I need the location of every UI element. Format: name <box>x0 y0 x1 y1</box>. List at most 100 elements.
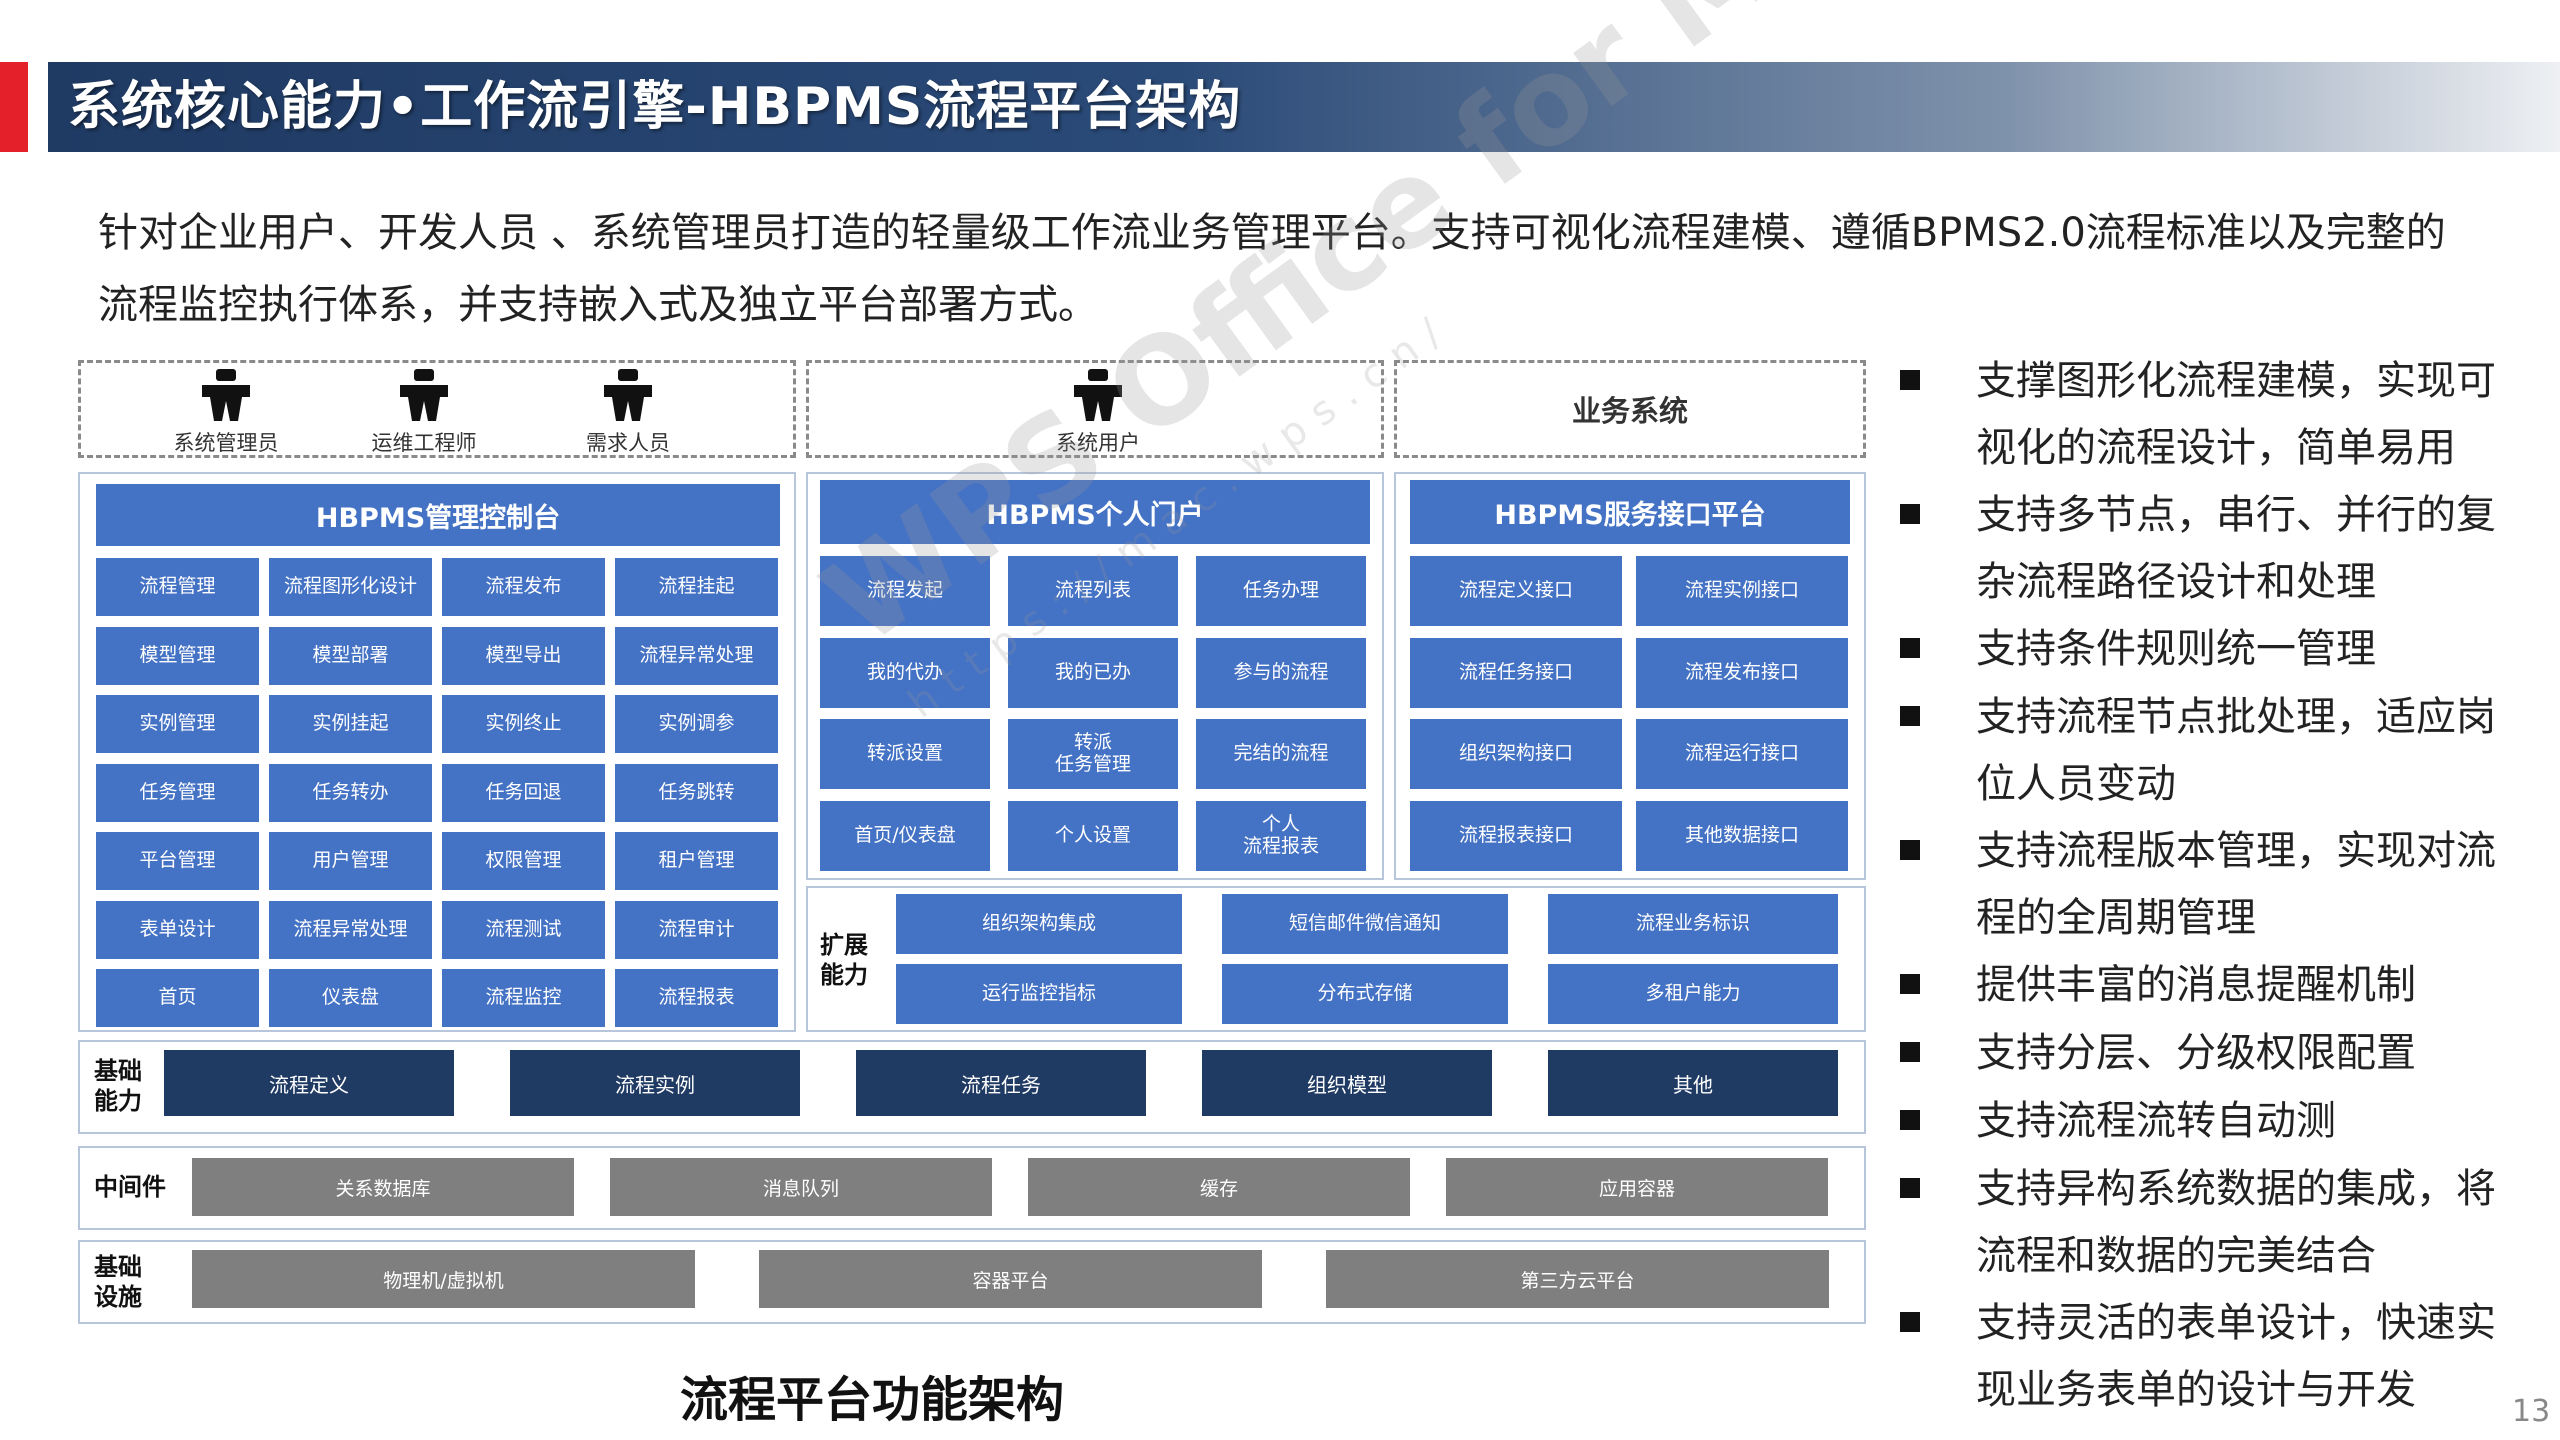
bullet-item: 提供丰富的消息提醒机制 <box>1900 952 2520 1019</box>
role-demand-label: 需求人员 <box>586 431 670 455</box>
extend-label: 扩展 能力 <box>820 931 868 989</box>
infra-label: 基础 设施 <box>94 1253 142 1311</box>
square-bullet-icon <box>1900 840 1920 860</box>
roles-box: 系统管理员 运维工程师 需求人员 <box>78 360 796 458</box>
bullet-item: 支撑图形化流程建模，实现可视化的流程设计，简单易用 <box>1900 348 2520 482</box>
middleware-cell: 消息队列 <box>610 1158 992 1216</box>
portal-cell: 个人 流程报表 <box>1196 800 1366 871</box>
bullet-text: 支持分层、分级权限配置 <box>1976 1030 2416 1076</box>
service-cell: 流程任务接口 <box>1410 637 1622 708</box>
portal-cell: 流程列表 <box>1008 556 1178 626</box>
bullet-text: 支持灵活的表单设计，快速实现业务表单的设计与开发 <box>1976 1300 2496 1413</box>
person-icon <box>1074 369 1122 421</box>
console-cell: 模型管理 <box>96 626 259 685</box>
middleware-cell: 缓存 <box>1028 1158 1410 1216</box>
portal-cell: 首页/仪表盘 <box>820 800 990 871</box>
console-cell: 流程监控 <box>442 969 605 1027</box>
bullet-text: 支持多节点，串行、并行的复杂流程路径设计和处理 <box>1976 492 2496 605</box>
console-cell: 流程异常处理 <box>269 900 432 959</box>
user-box: 系统用户 <box>806 360 1384 458</box>
bullet-text: 支持流程版本管理，实现对流程的全周期管理 <box>1976 828 2496 941</box>
service-cell: 流程定义接口 <box>1410 556 1622 626</box>
portal-cell: 任务办理 <box>1196 556 1366 626</box>
extend-cell: 多租户能力 <box>1548 964 1838 1024</box>
infra-cell: 第三方云平台 <box>1326 1250 1829 1308</box>
console-cell: 模型部署 <box>269 626 432 685</box>
role-admin-label: 系统管理员 <box>173 431 279 455</box>
console-cell: 模型导出 <box>442 626 605 685</box>
base-cell: 其他 <box>1548 1050 1838 1116</box>
console-cell: 任务管理 <box>96 763 259 822</box>
service-cell: 流程发布接口 <box>1636 637 1848 708</box>
console-cell: 流程测试 <box>442 900 605 959</box>
console-cell: 表单设计 <box>96 900 259 959</box>
bullet-text: 支持流程流转自动测 <box>1976 1098 2336 1144</box>
service-cell: 组织架构接口 <box>1410 719 1622 789</box>
bullet-item: 支持流程流转自动测 <box>1900 1088 2520 1155</box>
bullet-item: 支持流程节点批处理，适应岗位人员变动 <box>1900 684 2520 818</box>
service-cell: 流程运行接口 <box>1636 719 1848 789</box>
person-icon <box>604 369 652 421</box>
base-cell: 组织模型 <box>1202 1050 1492 1116</box>
console-cell: 流程管理 <box>96 558 259 616</box>
console-cell: 流程报表 <box>615 969 778 1027</box>
console-cell: 流程发布 <box>442 558 605 616</box>
console-cell: 实例挂起 <box>269 695 432 753</box>
base-label: 基础 能力 <box>94 1057 142 1115</box>
middleware-label: 中间件 <box>94 1173 166 1201</box>
console-cell: 仪表盘 <box>269 969 432 1027</box>
portal-cell: 转派设置 <box>820 719 990 789</box>
person-icon <box>202 369 250 421</box>
bullet-text: 支持条件规则统一管理 <box>1976 626 2376 672</box>
bullet-item: 支持异构系统数据的集成，将流程和数据的完美结合 <box>1900 1156 2520 1290</box>
console-cell: 平台管理 <box>96 832 259 890</box>
console-cell: 流程挂起 <box>615 558 778 616</box>
portal-cell: 流程发起 <box>820 556 990 626</box>
bullet-item: 支持灵活的表单设计，快速实现业务表单的设计与开发 <box>1900 1290 2520 1424</box>
page-title: 系统核心能力•工作流引擎-HBPMS流程平台架构 <box>68 77 1242 137</box>
role-demand: 需求人员 <box>543 367 713 457</box>
console-cell: 实例调参 <box>615 695 778 753</box>
extend-cell: 组织架构集成 <box>896 894 1182 954</box>
console-cell: 实例管理 <box>96 695 259 753</box>
extend-cell: 分布式存储 <box>1222 964 1508 1024</box>
console-cell: 流程图形化设计 <box>269 558 432 616</box>
console-cell: 租户管理 <box>615 832 778 890</box>
console-cell: 任务回退 <box>442 763 605 822</box>
role-user: 系统用户 <box>1013 367 1183 457</box>
square-bullet-icon <box>1900 504 1920 524</box>
console-cell: 流程审计 <box>615 900 778 959</box>
console-cell: 流程异常处理 <box>615 626 778 685</box>
title-accent-bar <box>0 62 28 152</box>
bullet-text: 支持流程节点批处理，适应岗位人员变动 <box>1976 694 2496 807</box>
role-admin: 系统管理员 <box>141 367 311 457</box>
business-label: 业务系统 <box>1571 394 1688 428</box>
service-header: HBPMS服务接口平台 <box>1410 480 1850 544</box>
base-cell: 流程实例 <box>510 1050 800 1116</box>
square-bullet-icon <box>1900 1178 1920 1198</box>
square-bullet-icon <box>1900 370 1920 390</box>
role-ops-label: 运维工程师 <box>371 431 477 455</box>
bullet-text: 提供丰富的消息提醒机制 <box>1976 962 2416 1008</box>
title-bar <box>48 62 2560 152</box>
extend-cell: 流程业务标识 <box>1548 894 1838 954</box>
bullet-item: 支持分层、分级权限配置 <box>1900 1020 2520 1087</box>
portal-cell: 参与的流程 <box>1196 637 1366 708</box>
portal-cell: 我的已办 <box>1008 637 1178 708</box>
console-cell: 实例终止 <box>442 695 605 753</box>
square-bullet-icon <box>1900 1110 1920 1130</box>
portal-cell: 个人设置 <box>1008 800 1178 871</box>
portal-cell: 转派 任务管理 <box>1008 719 1178 789</box>
role-ops: 运维工程师 <box>339 367 509 457</box>
extend-cell: 运行监控指标 <box>896 964 1182 1024</box>
person-icon <box>400 369 448 421</box>
base-cell: 流程定义 <box>164 1050 454 1116</box>
infra-cell: 物理机/虚拟机 <box>192 1250 695 1308</box>
service-cell: 流程报表接口 <box>1410 800 1622 871</box>
bullet-text: 支撑图形化流程建模，实现可视化的流程设计，简单易用 <box>1976 358 2496 471</box>
extend-cell: 短信邮件微信通知 <box>1222 894 1508 954</box>
intro-line-1: 针对企业用户、开发人员 、系统管理员打造的轻量级工作流业务管理平台。支持可视化流… <box>98 210 2446 256</box>
portal-cell: 完结的流程 <box>1196 719 1366 789</box>
console-cell: 权限管理 <box>442 832 605 890</box>
diagram-caption: 流程平台功能架构 <box>680 1372 1065 1428</box>
